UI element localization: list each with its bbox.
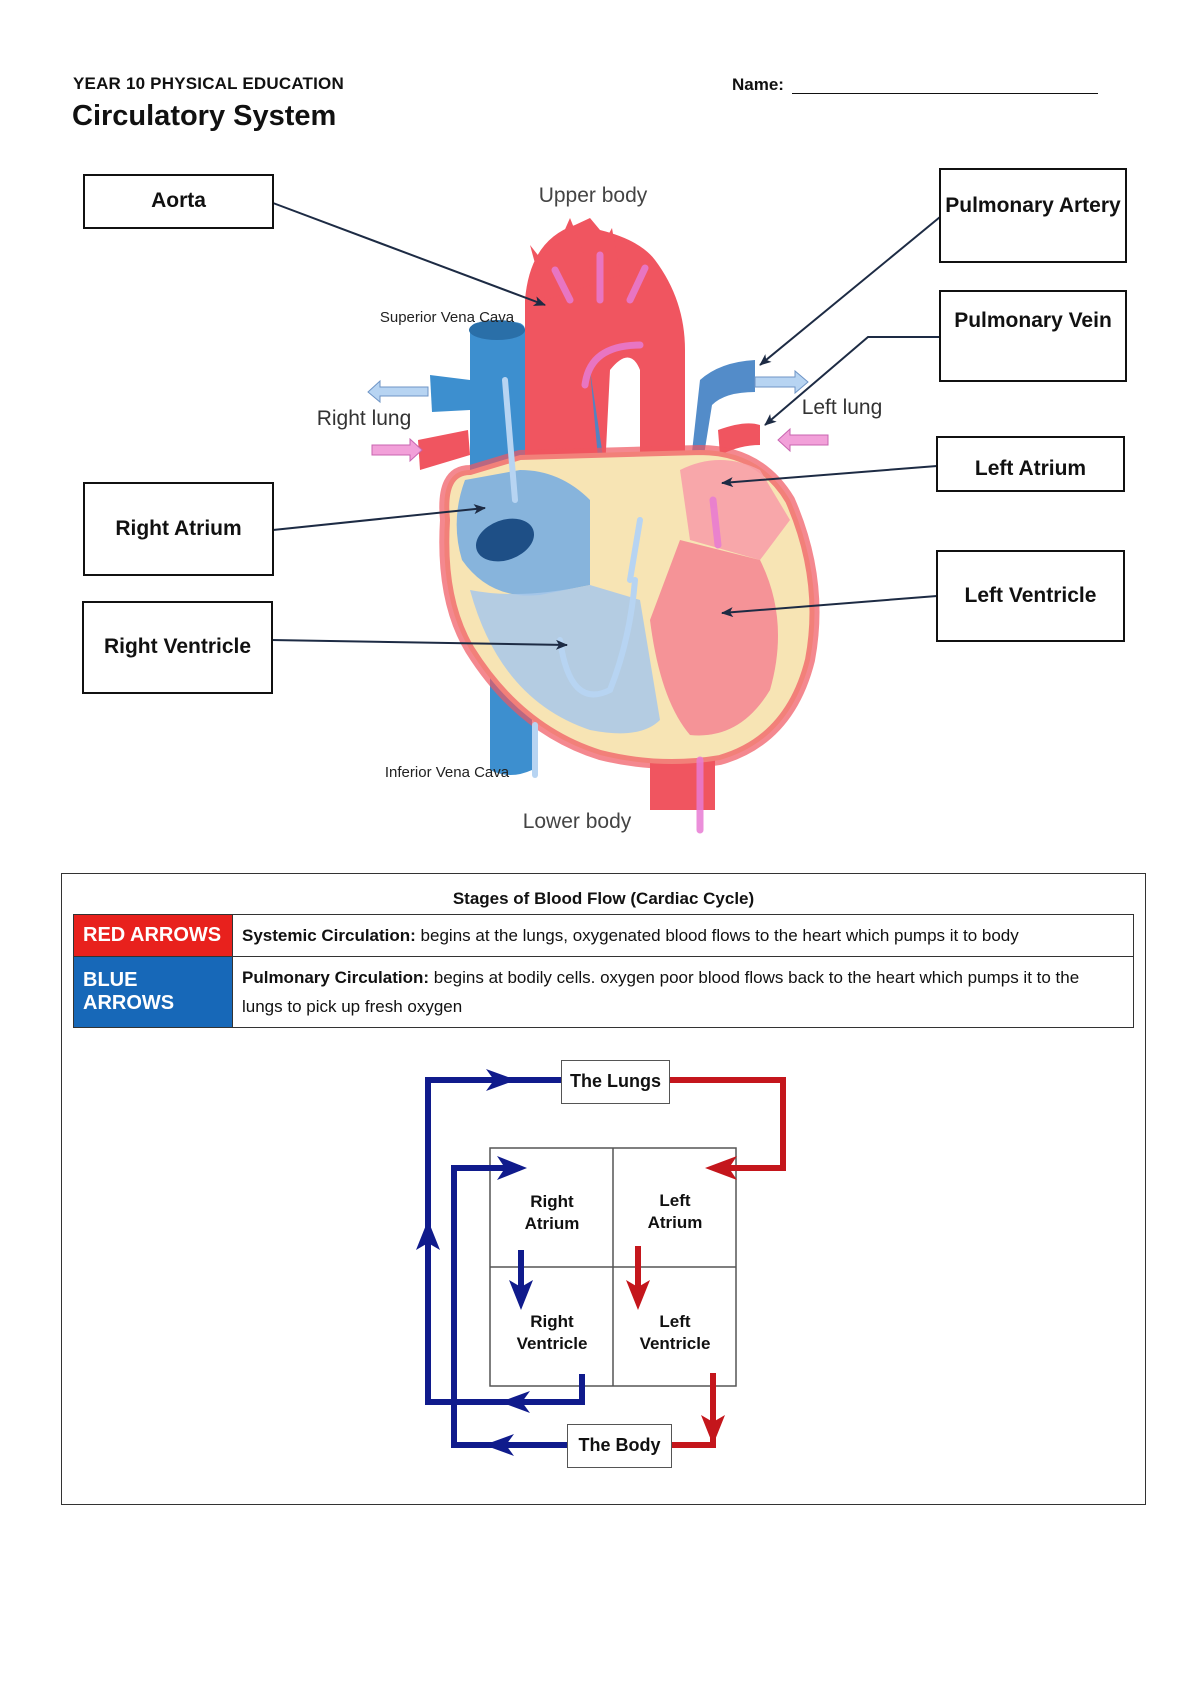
right-ventricle-chamber: Right Ventricle: [516, 1312, 588, 1353]
right-ventricle-leader: [270, 639, 568, 650]
left-lung-text: Left lung: [802, 396, 883, 419]
red-arrows-tag: RED ARROWS: [73, 914, 233, 957]
left-ventricle-leader: [721, 595, 938, 618]
left-atrium-label-box[interactable]: Left Atrium: [936, 436, 1125, 492]
subject-heading: YEAR 10 PHYSICAL EDUCATION: [73, 74, 344, 93]
pulmonary-artery-label-box[interactable]: Pulmonary Artery: [939, 168, 1127, 263]
left-ventricle-label-box[interactable]: Left Ventricle: [936, 550, 1125, 642]
pulmonary-heading: Pulmonary Circulation:: [242, 968, 430, 987]
left-ventricle-chamber: Left Ventricle: [639, 1312, 711, 1353]
pulmonary-vein-leader: [764, 336, 940, 426]
heart-diagram: Upper body Lower body Superior Vena Cava…: [270, 184, 941, 834]
pulmonary-vein-label-box[interactable]: Pulmonary Vein: [939, 290, 1127, 382]
left-ventricle-shape: [650, 540, 778, 736]
systemic-heading: Systemic Circulation:: [242, 926, 416, 945]
inferior-vena-cava-text: Inferior Vena Cava: [385, 764, 510, 781]
blue-arrows-tag: BLUE ARROWS: [73, 956, 233, 1028]
right-atrium-label-box[interactable]: Right Atrium: [83, 482, 274, 576]
systemic-text: begins at the lungs, oxygenated blood fl…: [415, 926, 1019, 945]
left-atrium-chamber: Left Atrium: [647, 1191, 703, 1232]
aorta-label-box[interactable]: Aorta: [83, 174, 274, 229]
lungs-box: The Lungs: [561, 1060, 670, 1104]
blood-flow-table: RED ARROWS Systemic Circulation: begins …: [73, 914, 1134, 1028]
right-ventricle-label-box[interactable]: Right Ventricle: [82, 601, 273, 694]
pulmonary-text: begins at bodily cells. oxygen poor bloo…: [242, 968, 1080, 1016]
name-label: Name:: [732, 75, 784, 94]
left-atrium-shape: [680, 460, 790, 560]
stages-title: Stages of Blood Flow (Cardiac Cycle): [452, 889, 755, 908]
pulmonary-description: Pulmonary Circulation: begins at bodily …: [232, 956, 1134, 1028]
pulmonary-artery-leader: [759, 216, 941, 366]
left-atrium-leader: [721, 465, 938, 488]
right-atrium-leader: [272, 504, 486, 531]
page-title: Circulatory System: [72, 100, 337, 132]
body-box: The Body: [567, 1424, 672, 1468]
name-field-line[interactable]: [792, 93, 1098, 94]
pulmonary-artery-shape: [590, 360, 755, 480]
aorta-leader: [272, 202, 546, 306]
upper-body-text: Upper body: [539, 184, 648, 207]
stages-panel: [61, 873, 1146, 1505]
right-atrium-chamber: Right Atrium: [524, 1192, 580, 1233]
systemic-description: Systemic Circulation: begins at the lung…: [232, 914, 1134, 957]
lower-body-text: Lower body: [523, 810, 632, 833]
table-row: RED ARROWS Systemic Circulation: begins …: [73, 914, 1134, 957]
right-lung-text: Right lung: [317, 407, 412, 430]
table-row: BLUE ARROWS Pulmonary Circulation: begin…: [73, 956, 1134, 1028]
superior-vena-cava-text: Superior Vena Cava: [380, 309, 515, 326]
